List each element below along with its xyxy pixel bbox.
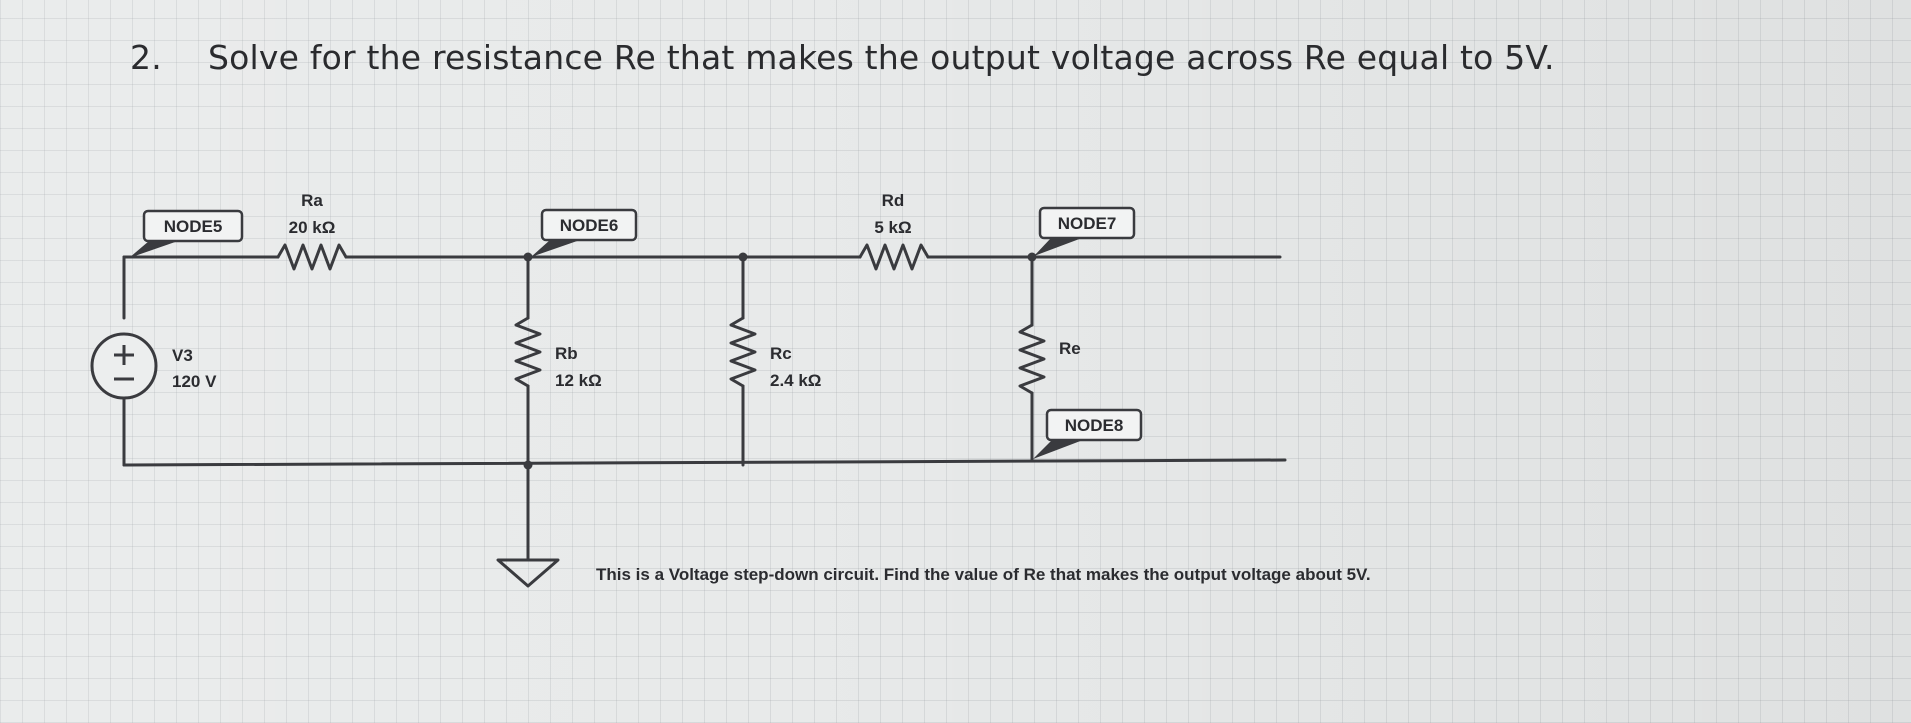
svg-text:NODE7: NODE7 [1058, 214, 1117, 233]
rb-name: Rb [555, 344, 578, 363]
junction-rc-top [738, 252, 748, 262]
rd-name: Rd [882, 191, 905, 210]
junction-node7 [1027, 252, 1037, 262]
junction-bottom-rb [523, 460, 533, 470]
svg-text:NODE6: NODE6 [560, 216, 619, 235]
svg-text:NODE5: NODE5 [164, 217, 223, 236]
circuit-note: This is a Voltage step-down circuit. Fin… [596, 565, 1371, 584]
ra-name: Ra [301, 191, 323, 210]
svg-text:NODE8: NODE8 [1065, 416, 1124, 435]
rd-value: 5 kΩ [874, 218, 911, 237]
rc-name: Rc [770, 344, 792, 363]
wire-bottom [122, 458, 1287, 467]
rd-zigzag [858, 243, 930, 271]
rc-value: 2.4 kΩ [770, 371, 821, 390]
node7-label: NODE7 [1034, 206, 1136, 256]
re-zigzag [1018, 323, 1046, 395]
node5-flag [129, 241, 178, 258]
source-name: V3 [172, 346, 193, 365]
plus-sign [114, 345, 134, 365]
node8-label: NODE8 [1033, 408, 1143, 459]
voltage-source [90, 332, 158, 400]
node8-flag [1033, 440, 1083, 459]
rc-zigzag [729, 316, 757, 388]
question-heading: 2. Solve for the resistance Re that makes… [130, 38, 1555, 77]
node5-label: NODE5 [129, 209, 244, 258]
rb-value: 12 kΩ [555, 371, 602, 390]
node6-label: NODE6 [531, 208, 638, 257]
rb-zigzag [514, 316, 542, 388]
source-value: 120 V [172, 372, 217, 391]
node7-flag [1034, 238, 1082, 256]
junction-node6 [523, 252, 533, 262]
question-number: 2. [130, 38, 162, 77]
ra-value: 20 kΩ [289, 218, 336, 237]
question-text: Solve for the resistance Re that makes t… [208, 38, 1555, 77]
node6-flag [531, 240, 580, 257]
ra-zigzag [276, 243, 348, 271]
re-name: Re [1059, 339, 1081, 358]
ground-symbol [496, 558, 560, 588]
